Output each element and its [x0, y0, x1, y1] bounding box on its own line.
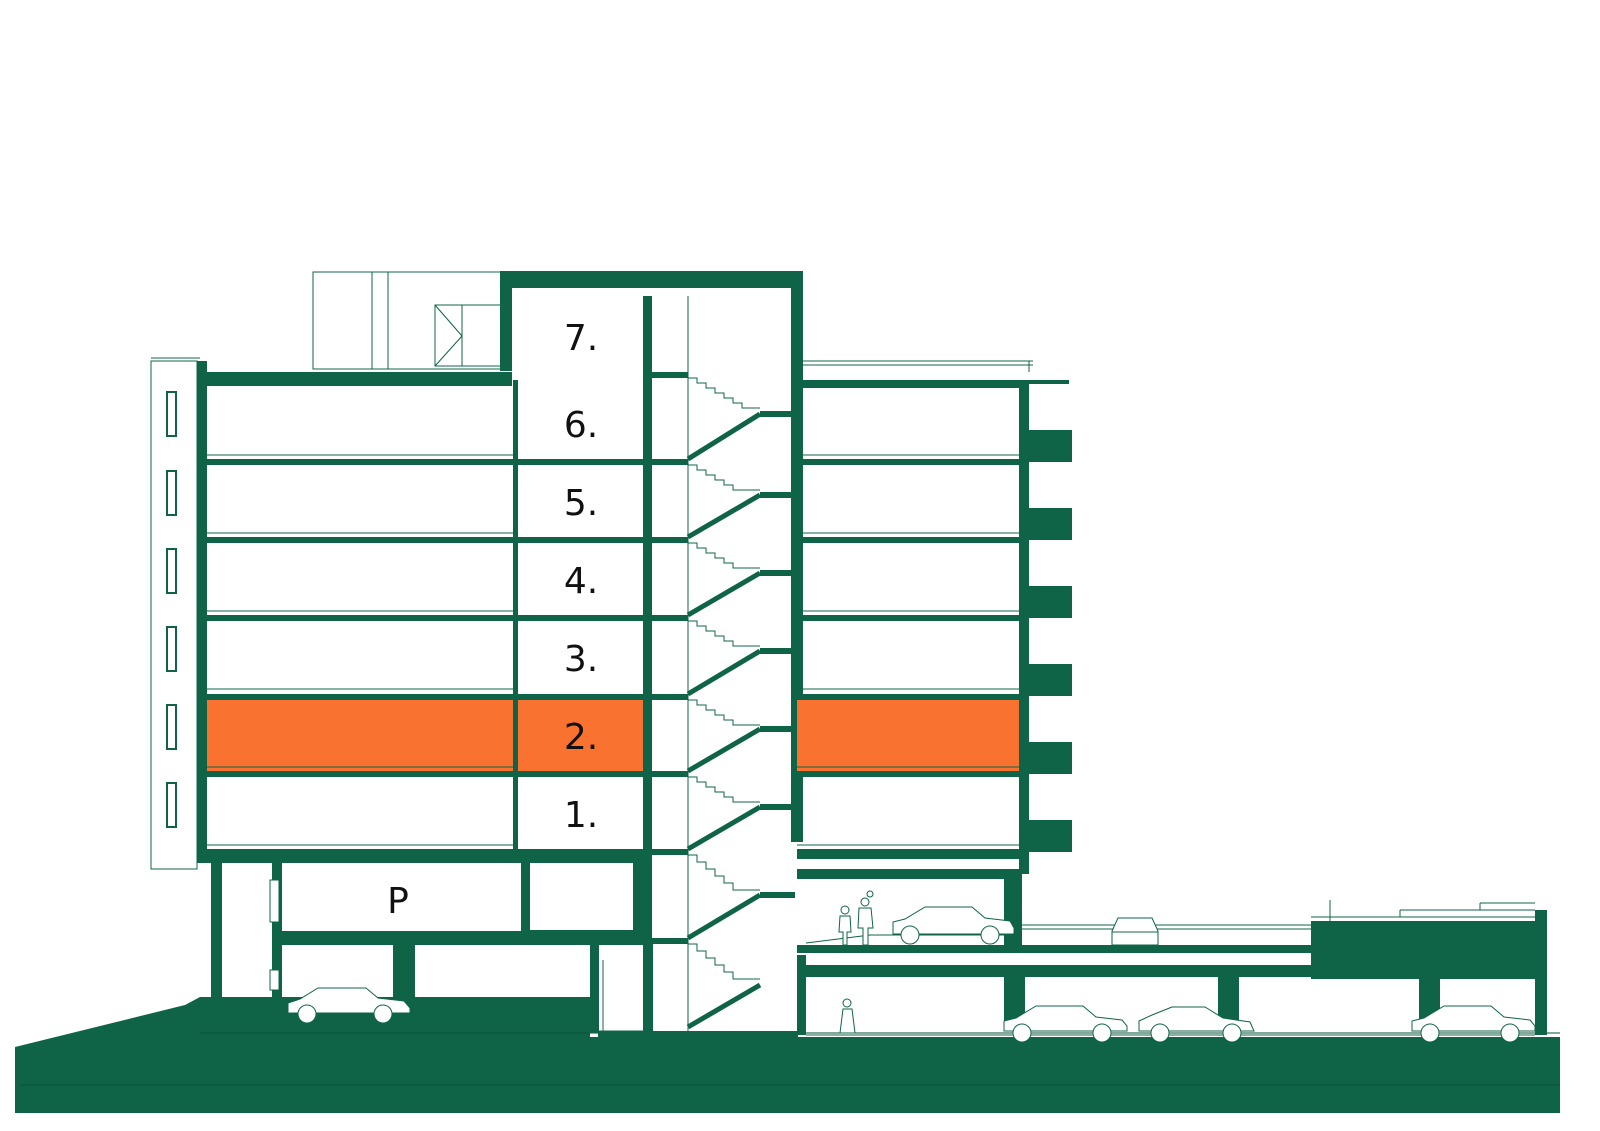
car-icon	[1138, 1006, 1255, 1043]
stairs	[686, 411, 762, 1030]
floor-labels: 7. 6. 5. 4. 3. 2. 1. P	[387, 318, 598, 922]
person-icon	[857, 890, 874, 946]
car-icon	[287, 987, 411, 1024]
facade-windows	[166, 391, 177, 828]
floor-label-2: 2.	[564, 717, 598, 758]
penthouse	[312, 271, 505, 370]
person-icon	[838, 905, 852, 946]
main-structure	[197, 271, 1547, 1054]
basement-window-frames	[269, 879, 280, 991]
left-facade	[150, 357, 200, 870]
stair-steps	[687, 296, 760, 1031]
floor-label-4: 4.	[564, 561, 598, 602]
car-icon	[1003, 1005, 1128, 1043]
floor-2-highlight	[207, 700, 1019, 771]
person-icon	[839, 998, 856, 1034]
floor-label-5: 5.	[564, 483, 598, 524]
car-icon	[892, 906, 1015, 945]
floor-label-1: 1.	[564, 795, 598, 836]
floor-label-3: 3.	[564, 639, 598, 680]
ground	[15, 997, 1560, 1113]
car-icon	[1111, 917, 1159, 946]
floor-label-6: 6.	[564, 405, 598, 446]
car-icon	[1411, 1005, 1536, 1043]
parking-label: P	[387, 881, 409, 922]
floor-label-7: 7.	[564, 318, 598, 359]
